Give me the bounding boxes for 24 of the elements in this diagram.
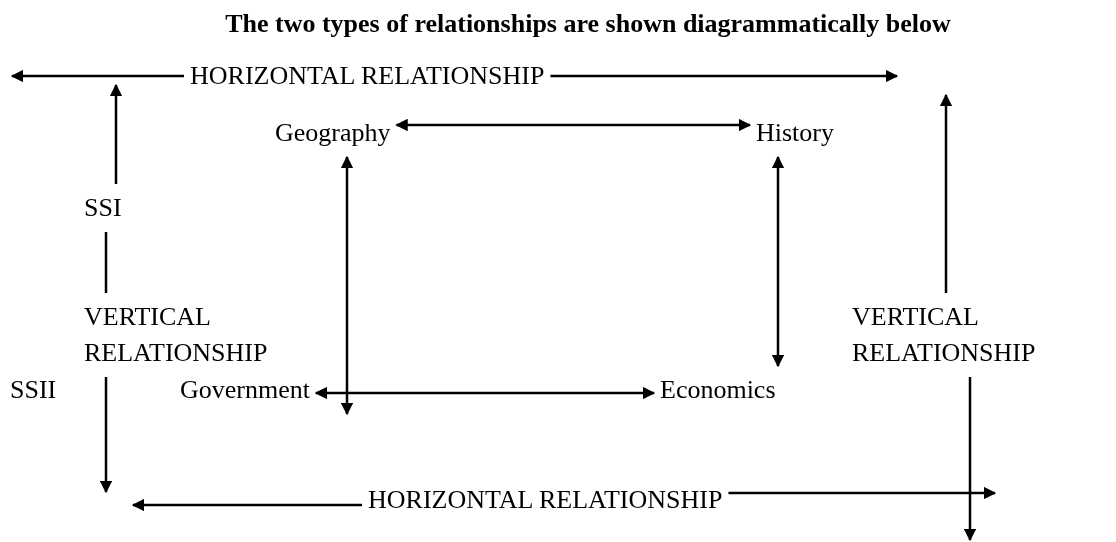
diagram-title: The two types of relationships are shown diagrammatically below — [224, 8, 952, 40]
arrow — [771, 155, 785, 368]
connector-line — [104, 232, 108, 293]
node-label: HORIZONTAL RELATIONSHIP — [368, 484, 723, 516]
arrow — [131, 498, 362, 512]
node-label: History — [756, 117, 834, 149]
arrow — [963, 377, 977, 542]
arrow — [550, 69, 899, 83]
node-label: Government — [180, 374, 310, 406]
arrow — [99, 377, 113, 494]
node-label: SSI — [84, 192, 122, 224]
arrow — [314, 386, 656, 400]
node-label: Economics — [660, 374, 776, 406]
arrow — [340, 155, 354, 416]
node-label: Geography — [275, 117, 391, 149]
arrow — [10, 69, 184, 83]
arrow — [728, 486, 997, 500]
arrow — [939, 93, 953, 293]
node-label: VERTICAL RELATIONSHIP — [852, 301, 1037, 369]
arrow — [395, 118, 752, 132]
node-label: HORIZONTAL RELATIONSHIP — [190, 60, 545, 92]
arrow — [109, 83, 123, 184]
node-label: SSII — [10, 374, 57, 406]
node-label: VERTICAL RELATIONSHIP — [84, 301, 269, 369]
